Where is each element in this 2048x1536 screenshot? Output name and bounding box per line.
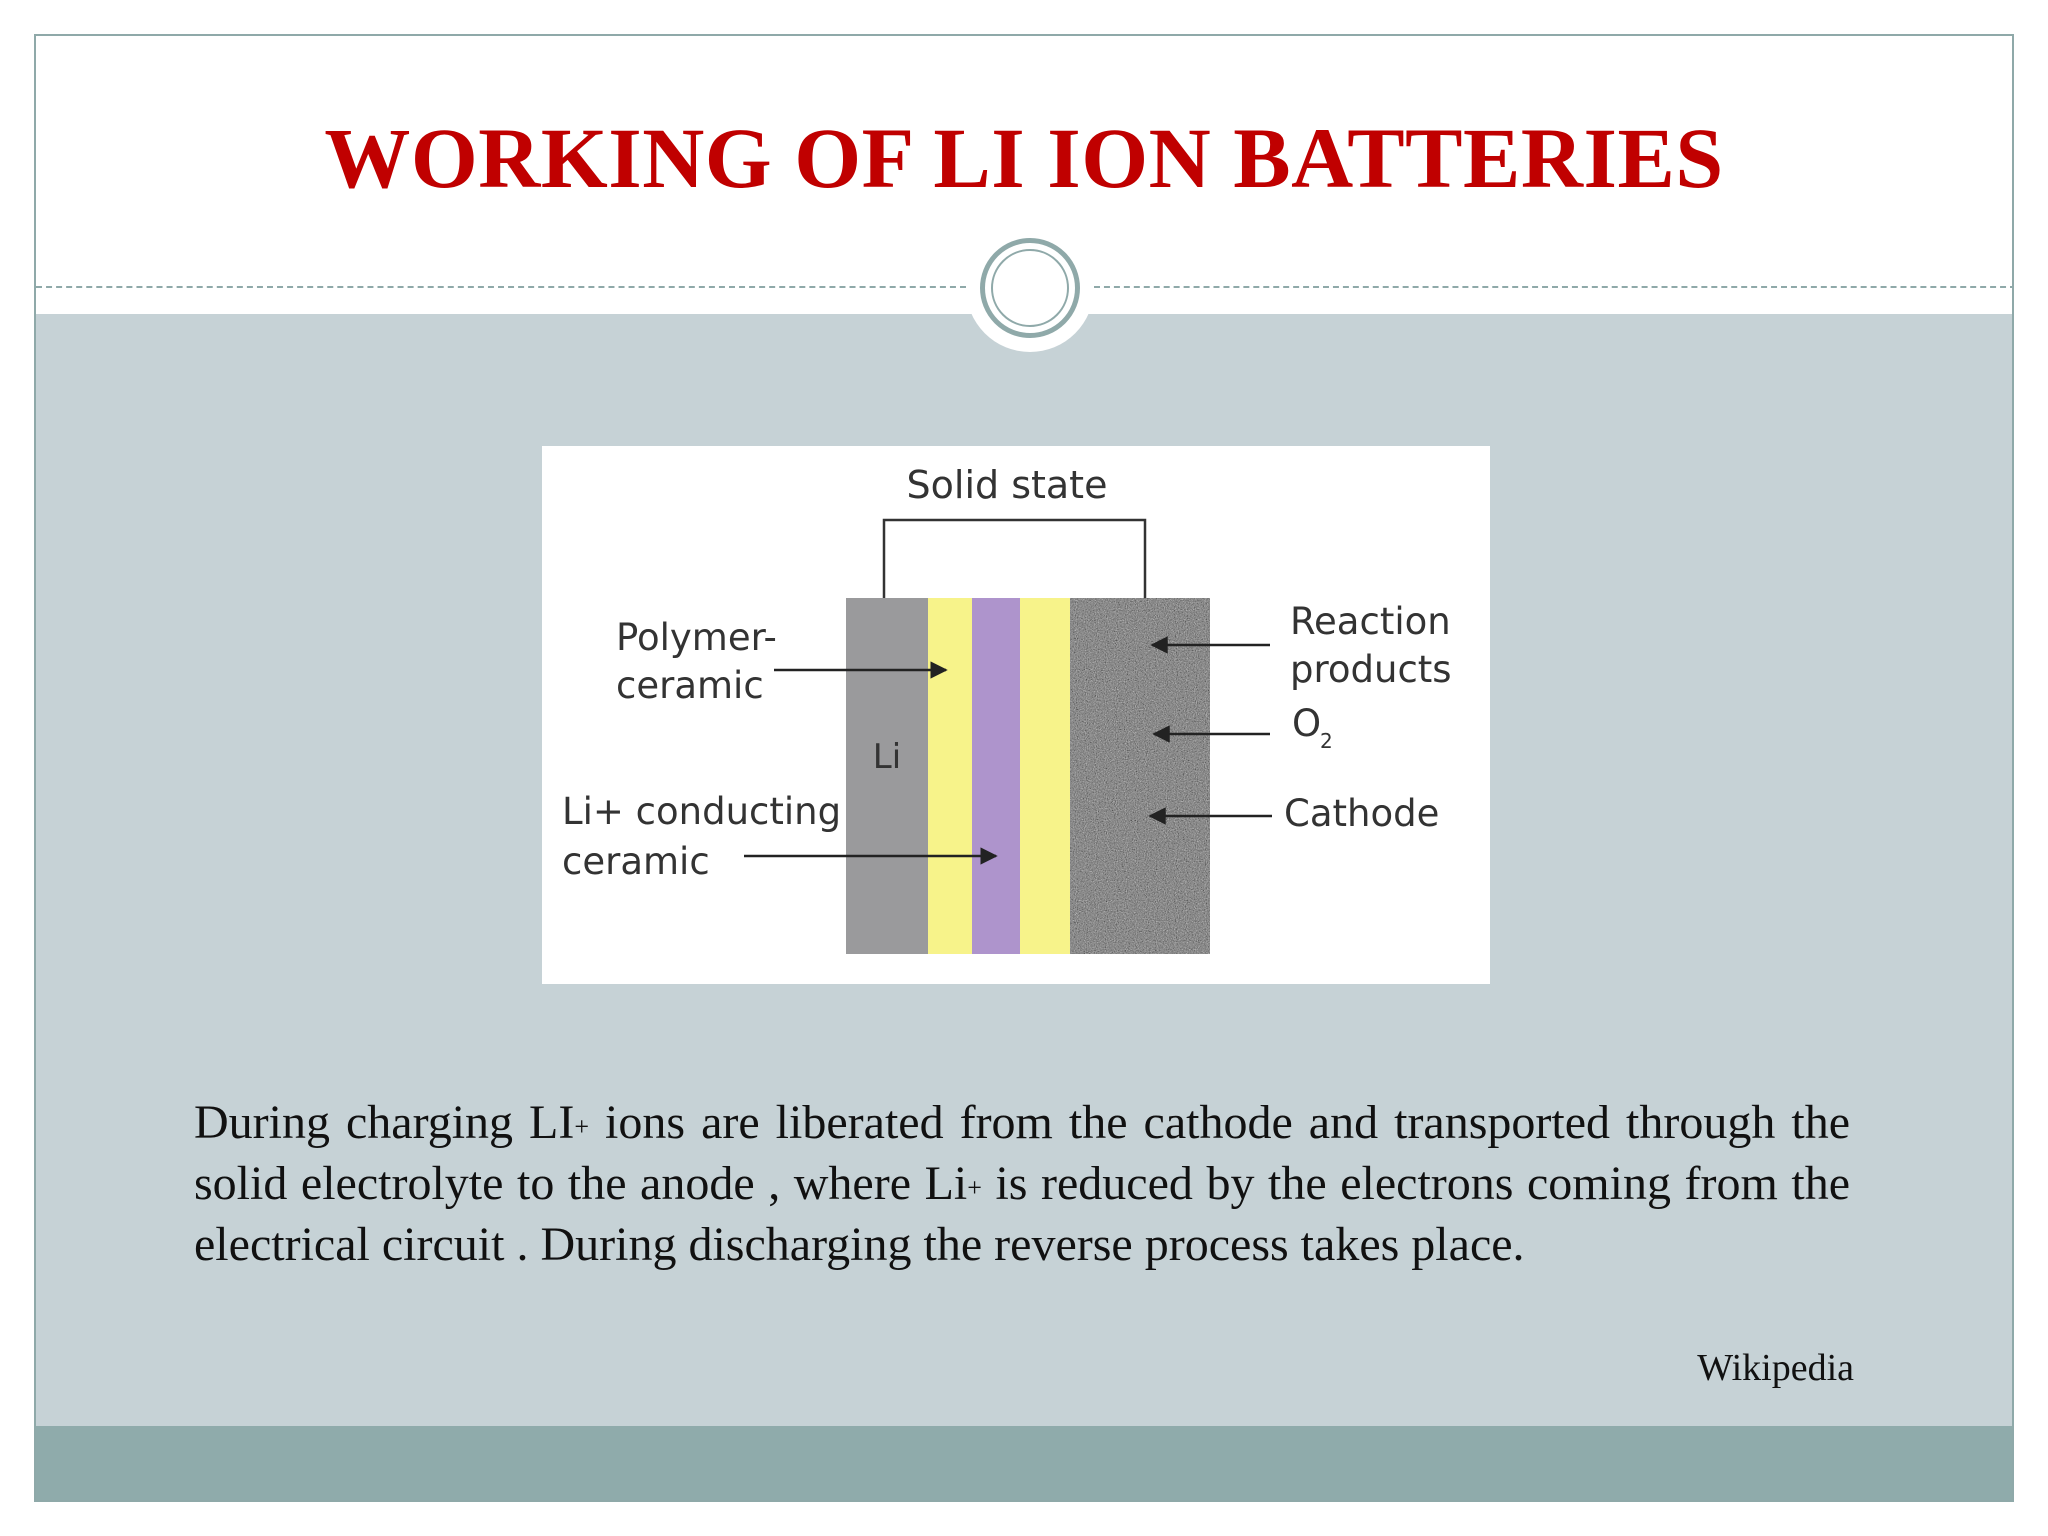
lithium-label: Li — [873, 737, 901, 777]
superscript-plus-2: + — [967, 1173, 982, 1202]
circuit-bracket — [882, 518, 1147, 598]
body-text-part2: ions are liberated from the cathode and … — [194, 1096, 1851, 1210]
conducting-label-line2: ceramic — [562, 840, 710, 883]
superscript-plus-1: + — [574, 1112, 590, 1141]
conducting-ceramic-layer — [972, 598, 1020, 954]
polymer-ceramic-layer-2 — [1020, 598, 1070, 954]
solid-state-label: Solid state — [907, 463, 1108, 507]
polymer-ceramic-layer-1 — [928, 598, 972, 954]
oxygen-label: O — [1292, 702, 1321, 745]
footer-band — [36, 1426, 2012, 1500]
slide: WORKING OF LI ION BATTERIES — [34, 34, 2014, 1502]
battery-diagram-svg: Solid state Li Polymer- ceramic Li+ cond… — [562, 463, 1452, 954]
cathode-label: Cathode — [1284, 792, 1439, 835]
source-citation: Wikipedia — [1697, 1347, 1854, 1389]
lithium-layer — [846, 598, 928, 954]
divider-right — [1094, 286, 2012, 288]
cathode-texture — [1070, 598, 1210, 954]
body-text-part1: During charging LI — [194, 1096, 575, 1149]
oxygen-subscript: 2 — [1320, 729, 1333, 753]
body-text-part3: is reduced by the electrons coming from … — [194, 1157, 1850, 1271]
divider-left — [36, 286, 966, 288]
polymer-label-line1: Polymer- — [616, 616, 777, 659]
conducting-label-line1: Li+ conducting — [562, 790, 841, 833]
circle-ornament-inner — [991, 249, 1069, 327]
reaction-label-line1: Reaction — [1290, 600, 1451, 643]
polymer-label-line2: ceramic — [616, 664, 764, 707]
slide-title: WORKING OF LI ION BATTERIES — [324, 110, 1724, 206]
reaction-label-line2: products — [1290, 648, 1452, 691]
battery-diagram: Solid state Li Polymer- ceramic Li+ cond… — [542, 446, 1490, 984]
body-paragraph: During charging LI+ ions are liberated f… — [194, 1092, 1850, 1275]
